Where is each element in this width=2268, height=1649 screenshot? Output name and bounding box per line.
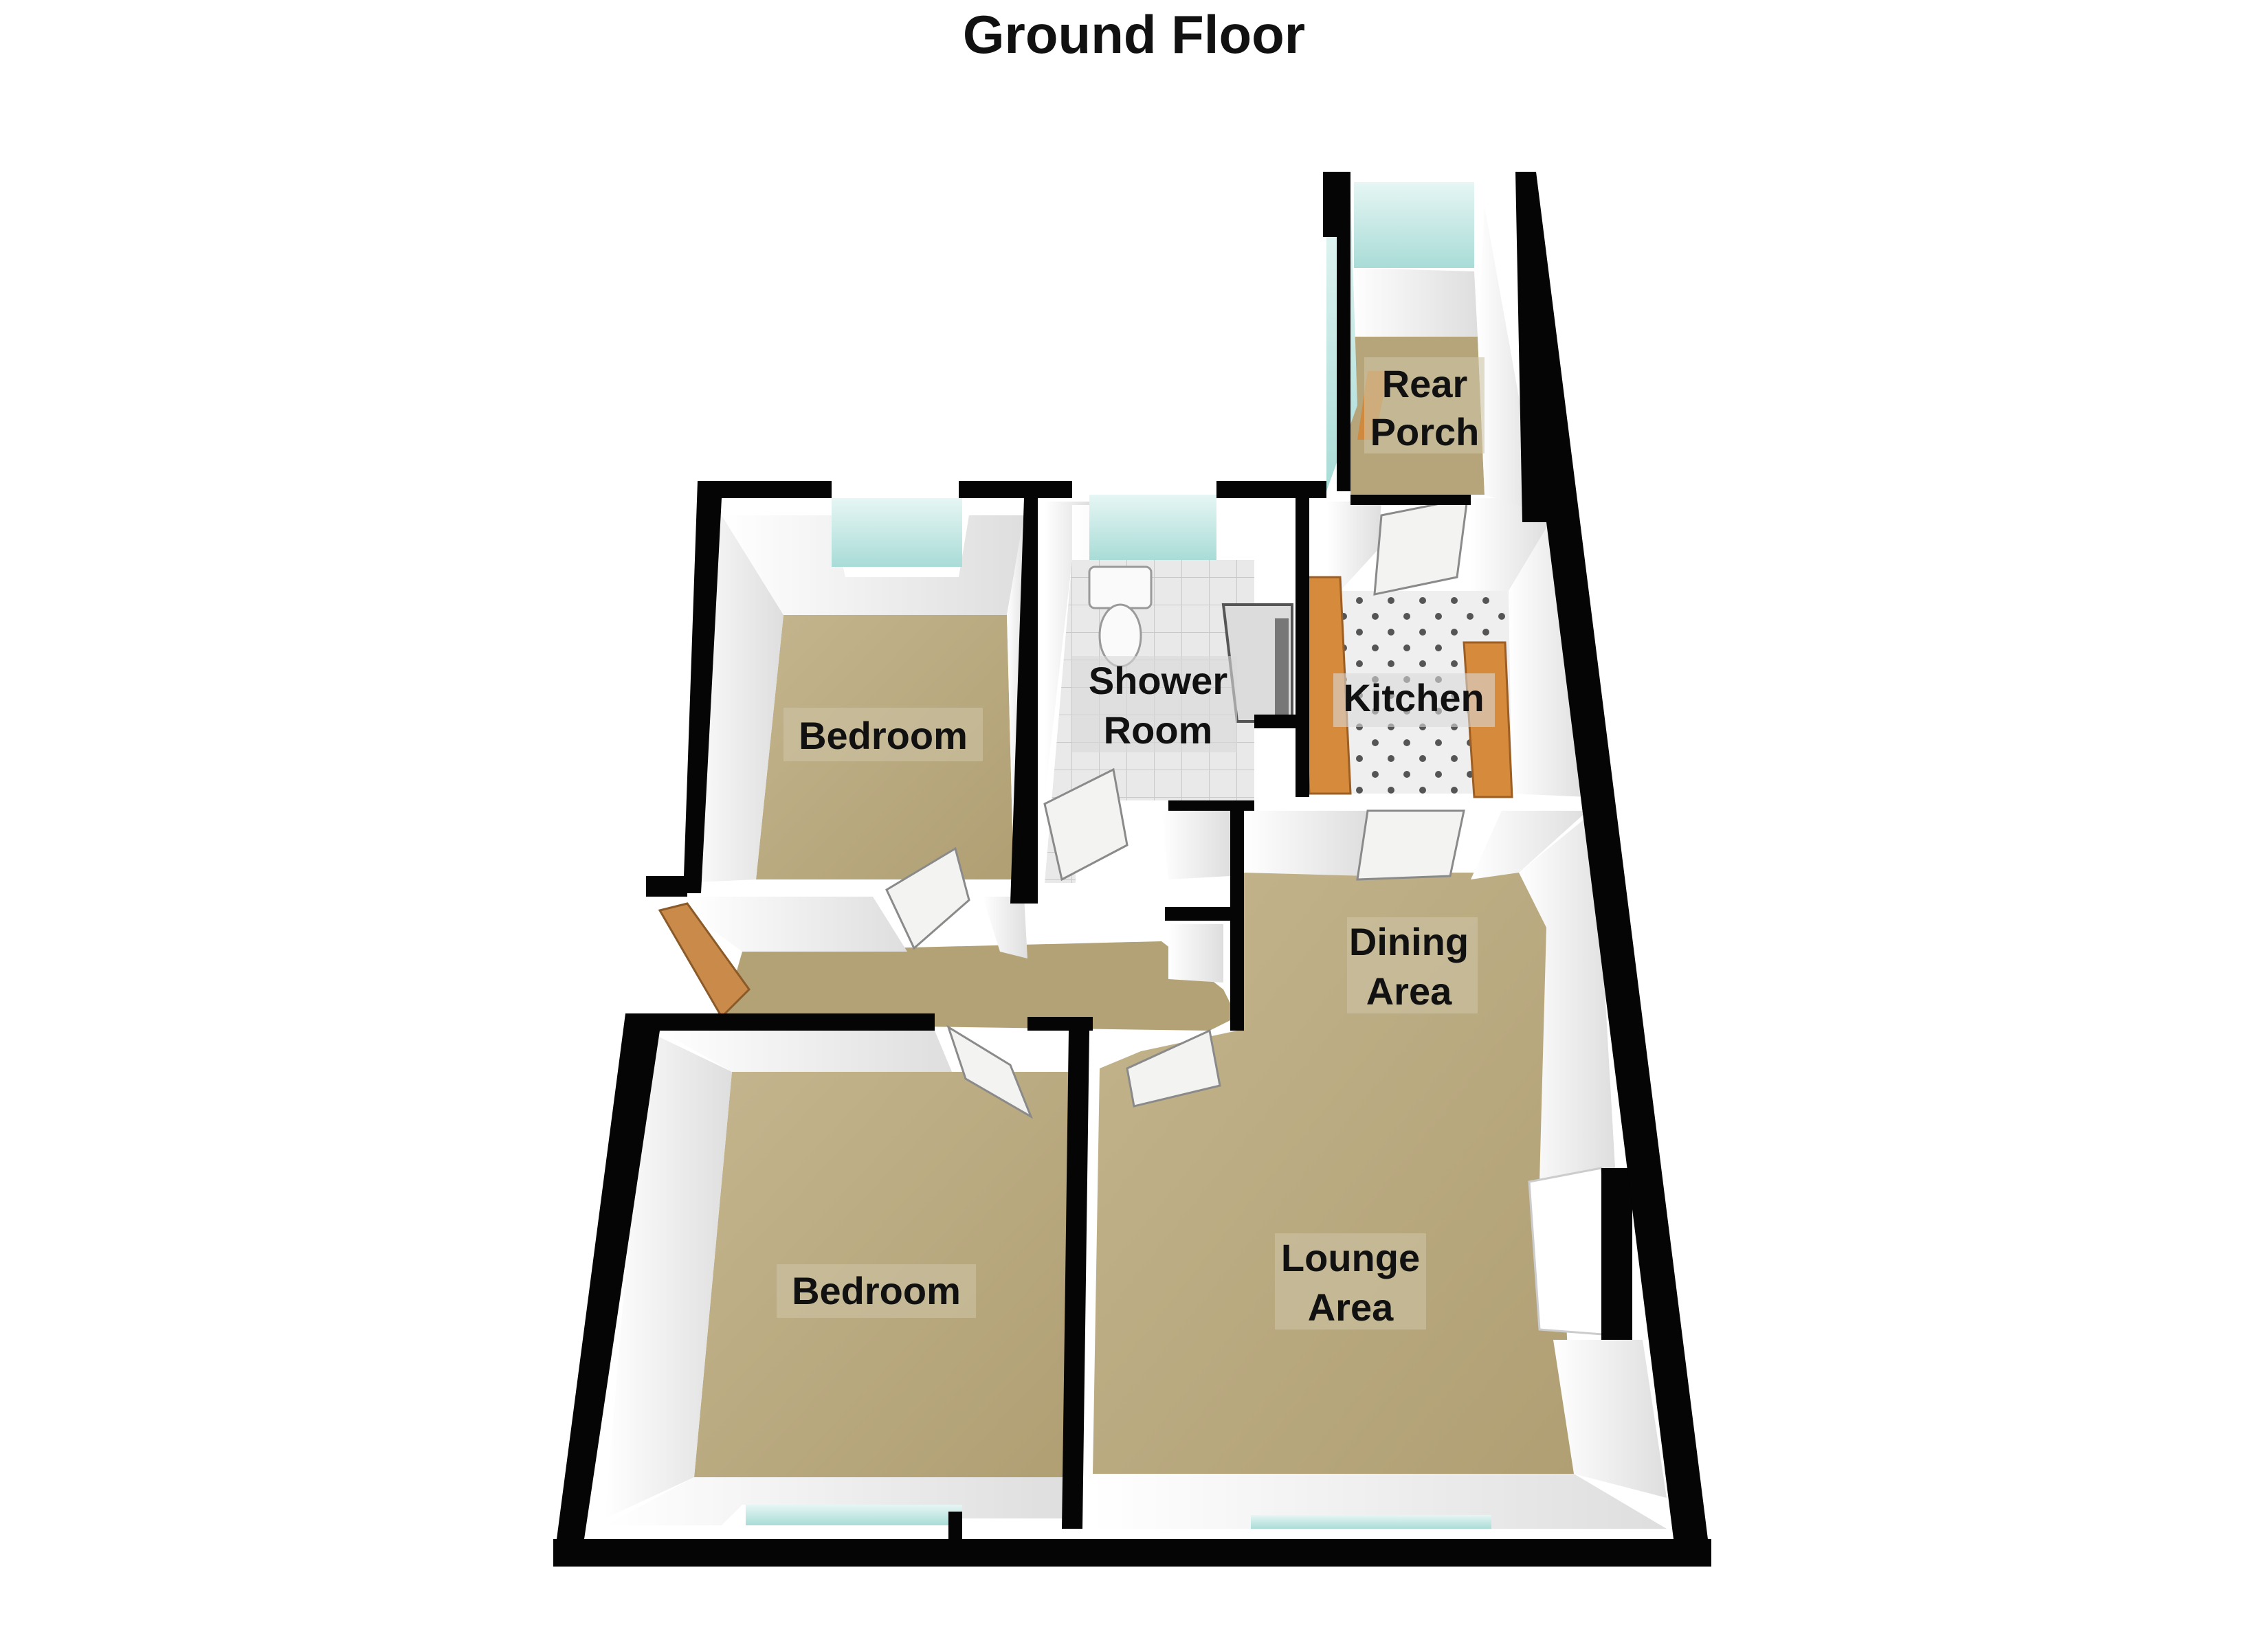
dining-area-label-line1: Dining <box>1349 920 1469 963</box>
lounge-area-label-line1: Lounge <box>1281 1236 1420 1279</box>
front-entrance-door <box>658 902 751 1019</box>
rear-bedroom-label: Bedroom <box>799 714 968 757</box>
toilet <box>1088 565 1153 668</box>
room-labels: Bedroom Shower Room Kitchen Rear Porch D… <box>777 357 1495 1330</box>
shower-room-label-line2: Room <box>1104 708 1213 752</box>
rear-porch-label-line2: Porch <box>1370 410 1480 453</box>
fixtures <box>1088 371 1632 1340</box>
lounge-dining-floor <box>1093 873 1574 1474</box>
dining-area-label-line2: Area <box>1366 969 1452 1013</box>
lounge-area-label-line2: Area <box>1308 1286 1394 1329</box>
shower-room-label-line1: Shower <box>1089 659 1227 702</box>
floors <box>694 337 1574 1477</box>
kitchen-door <box>1356 809 1465 881</box>
front-bedroom-label: Bedroom <box>792 1269 961 1312</box>
rear-bedroom-door <box>885 846 970 950</box>
shower-room-door <box>1043 767 1129 882</box>
walls <box>553 172 1711 1567</box>
kitchen-label: Kitchen <box>1343 676 1484 719</box>
rear-bedroom-window <box>832 498 962 567</box>
front-bedroom-window <box>746 1505 962 1525</box>
lounge-window <box>1251 1515 1491 1529</box>
rear-porch-label-line1: Rear <box>1382 362 1468 405</box>
doors <box>658 497 1469 1119</box>
page-title: Ground Floor <box>962 4 1306 65</box>
lounge-door <box>1126 1029 1221 1108</box>
hallway-floor <box>722 941 1237 1031</box>
shower-room-window <box>1089 495 1216 560</box>
chimney-dark <box>1601 1168 1632 1340</box>
rear-porch-window <box>1354 182 1474 268</box>
porch-door <box>1373 497 1469 596</box>
front-bedroom-door <box>946 1024 1034 1119</box>
